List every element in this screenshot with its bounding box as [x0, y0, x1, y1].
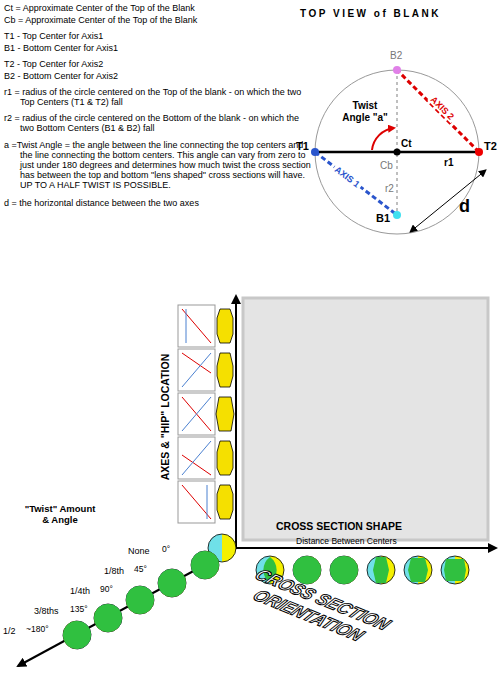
twist-series-part-part [191, 551, 219, 579]
shape-row-part [330, 556, 358, 584]
axis-subtitle: Distance Between Centers [296, 536, 397, 546]
twist-series-part-part [63, 621, 92, 650]
hip-location-column [178, 305, 234, 523]
shape-row-part [441, 556, 469, 584]
axis-title: CROSS SECTION SHAPE [276, 520, 402, 532]
twist-angle: ~180° [26, 624, 49, 634]
definition-text: a =Twist Angle = the angle between the l… [4, 140, 312, 190]
definition-text: Cb = Approximate Center of the Top of th… [4, 15, 197, 25]
point-label: Cb [380, 160, 393, 172]
twist-series-part-part [126, 586, 154, 614]
hip-location-column-part [182, 441, 211, 475]
top-view-part [410, 170, 486, 232]
top-view-part [396, 70, 398, 215]
top-view-part [394, 149, 401, 156]
twist-series-part-part [88, 598, 128, 638]
axes-panel-part [236, 547, 496, 549]
shape-row-part [404, 556, 432, 584]
hip-location-column-part [217, 353, 233, 387]
twist-series-part [88, 598, 128, 638]
axis-title: AXES & "HIP" LOCATION [159, 347, 171, 487]
twist-amount: 3/8ths [34, 606, 59, 616]
top-view-part [397, 70, 479, 152]
definition-text: T2 - Top Center for Axis2 [4, 59, 103, 69]
twist-angle: 90° [100, 584, 113, 594]
twist-series-part [126, 586, 154, 614]
top-view-part [315, 70, 479, 234]
hip-location-column-part [186, 309, 187, 343]
twist-series-part-part [63, 621, 92, 650]
angle-label: Twist Angle "a" [340, 100, 390, 124]
definition-text: r1 = radius of the circle centered on th… [4, 87, 310, 107]
twist-series-part [191, 551, 219, 579]
hip-location-column-part [217, 485, 233, 519]
axis-title: "Twist" Amount & Angle [20, 503, 100, 525]
point-label: T1 [296, 140, 309, 153]
twist-amount: None [128, 546, 150, 556]
hip-location-column-part [178, 481, 215, 523]
hip-location-column-part [217, 441, 233, 475]
point-label: Ct [401, 138, 412, 150]
hip-location-column-part [178, 349, 215, 391]
shape-row-part [444, 559, 466, 581]
axes-panel [18, 296, 496, 666]
twist-series-part-part [152, 563, 192, 603]
top-view-part [311, 148, 319, 156]
hip-location-column-part [178, 305, 215, 347]
radius-label: r2 [385, 183, 394, 195]
axes-panel-part [18, 548, 236, 666]
hip-location-column-part [216, 397, 234, 431]
radius-label: r1 [444, 157, 453, 169]
twist-amount: 1/8th [104, 566, 124, 576]
twist-amount: 1/4th [70, 586, 90, 596]
hip-location-column-part [182, 397, 211, 431]
axes-panel-part [235, 296, 237, 548]
hip-location-column-part [182, 353, 211, 387]
title: TOP VIEW of BLANK [300, 8, 441, 20]
shape-row-part [373, 557, 389, 583]
hip-location-column-part [178, 437, 215, 479]
definition-text: r2 = radius of the circle centered on th… [4, 113, 310, 133]
point-label: B2 [390, 50, 402, 62]
twist-series-part-part [191, 551, 219, 579]
twist-amount: 1/2 [3, 626, 16, 636]
hip-location-column-part [182, 309, 211, 343]
dimension-label: d [459, 196, 470, 217]
definition-text: d = the horizontal distance between the … [4, 198, 199, 208]
twist-angle: 45° [134, 564, 147, 574]
top-view-part [475, 148, 483, 156]
definition-text: Ct = Approximate Center of the Top of th… [4, 3, 195, 13]
hip-location-column-part [217, 309, 233, 343]
hip-location-column-part [182, 485, 211, 519]
twist-series-part [152, 563, 192, 603]
point-label: B1 [376, 212, 390, 225]
definition-text: T1 - Top Center for Axis1 [4, 31, 103, 41]
hip-location-column-part [178, 393, 215, 435]
top-view [311, 66, 486, 234]
point-label: T2 [484, 140, 497, 153]
shape-row-part [330, 556, 358, 584]
axis-label: AXIS 1 [331, 163, 363, 191]
axis-label: AXIS 2 [427, 93, 457, 123]
top-view-part [393, 211, 401, 219]
twist-angle: 135° [70, 604, 88, 614]
twist-angle: 0° [162, 544, 170, 554]
shape-row-part [367, 556, 395, 584]
twist-series [63, 551, 219, 649]
definition-text: B1 - Bottom Center for Axis1 [4, 43, 118, 53]
twist-series-part-part [126, 586, 154, 614]
twist-series-part-part [88, 598, 128, 638]
top-view-part [315, 152, 397, 215]
top-view-part [372, 128, 394, 150]
axes-panel-part [243, 298, 488, 540]
hip-location-column-part [182, 397, 211, 431]
shape-row-part [408, 558, 428, 582]
top-view-part [393, 66, 401, 74]
twist-series-part [63, 621, 92, 650]
twist-series-part-part [152, 563, 192, 603]
hip-location-column-part [207, 485, 208, 519]
definition-text: B2 - Bottom Center for Axis2 [4, 71, 118, 81]
